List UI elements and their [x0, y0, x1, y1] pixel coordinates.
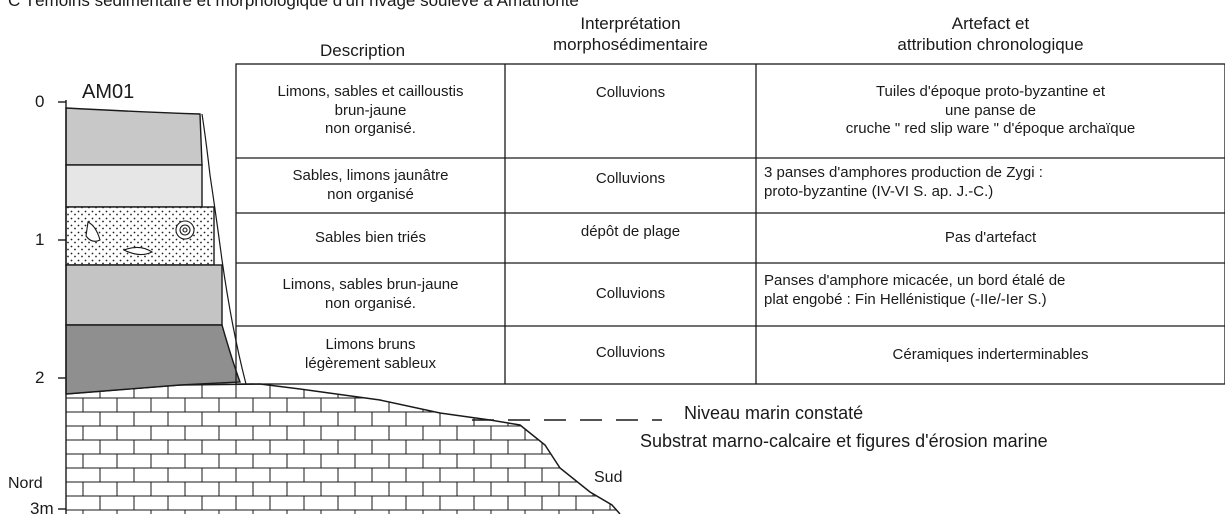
- row-1-artefact: Tuiles d'époque proto-byzantine et une p…: [756, 64, 1225, 158]
- row-3-artefact: Pas d'artefact: [756, 213, 1225, 263]
- row-4-description: Limons, sables brun-jaune non organisé.: [236, 263, 505, 326]
- header-artefact: Artefact et attribution chronologique: [756, 5, 1225, 63]
- substrate-label: Substrat marno-calcaire et figures d'éro…: [640, 431, 1048, 451]
- row-3-description-line-1: Sables bien triés: [315, 228, 426, 246]
- substrate: [65, 383, 621, 514]
- layer-1-shape: [65, 107, 203, 166]
- row-2-artefact-line-2: proto-byzantine (IV-VI S. ap. J.-C.): [764, 183, 994, 200]
- erosion-profile-line: [65, 383, 621, 514]
- layer-5-shape: [65, 324, 241, 395]
- row-1-artefact-line-2: une panse de: [945, 101, 1036, 119]
- substrate-brick-pattern: [66, 384, 620, 514]
- row-2-artefact: 3 panses d'amphores production de Zygi :…: [756, 158, 1225, 208]
- depth-label-2: 2: [35, 368, 45, 387]
- row-1-description-line-1: Limons, sables et cailloustis: [277, 82, 464, 100]
- log-column: [65, 107, 247, 395]
- slope-curve: [201, 113, 247, 385]
- row-1-interpretation-text: Colluvions: [595, 83, 666, 101]
- row-5-interpretation: Colluvions: [505, 326, 756, 380]
- layer-2-shape: [65, 164, 203, 208]
- row-3-description: Sables bien triés: [236, 213, 505, 263]
- row-1-artefact-line-3: cruche " red slip ware " d'époque archaï…: [845, 120, 1136, 138]
- row-3-artefact-line-1: Pas d'artefact: [944, 228, 1037, 246]
- row-3-interpretation-text: dépôt de plage: [580, 222, 681, 240]
- row-5-artefact: Céramiques inderterminables: [756, 326, 1225, 384]
- figure-caption: C Témoins sédimentaire et morphologique …: [8, 0, 579, 10]
- core-label: AM01: [82, 81, 135, 103]
- row-1-description-line-3: non organisé.: [325, 120, 416, 138]
- row-3-interpretation: dépôt de plage: [505, 213, 756, 251]
- row-5-artefact-line-1: Céramiques inderterminables: [892, 345, 1089, 363]
- row-1-description-line-2: brun-jaune: [334, 101, 407, 119]
- row-5-description: Limons bruns légèrement sableux: [236, 326, 505, 384]
- row-4-interpretation: Colluvions: [505, 263, 756, 326]
- row-2-interpretation-text: Colluvions: [595, 169, 666, 187]
- row-1-description: Limons, sables et cailloustis brun-jaune…: [236, 64, 505, 158]
- row-5-description-line-2: légèrement sableux: [305, 355, 436, 372]
- sea-level-label: Niveau marin constaté: [684, 403, 864, 423]
- row-4-description-line-1: Limons, sables brun-jaune: [282, 275, 459, 293]
- header-artefact-line-1: Artefact et: [951, 13, 1030, 33]
- row-2-description-line-2: non organisé: [327, 185, 414, 203]
- depth-axis: [58, 100, 67, 514]
- row-1-interpretation: Colluvions: [505, 78, 756, 108]
- fossil-shell-icon: [175, 220, 195, 240]
- header-artefact-line-2: attribution chronologique: [897, 35, 1084, 54]
- row-2-description-line-1: Sables, limons jaunâtre: [292, 166, 449, 184]
- header-interpretation: Interprétation morphosédimentaire: [505, 5, 756, 63]
- header-description: Description: [320, 41, 406, 60]
- row-4-artefact: Panses d'amphore micacée, un bord étalé …: [756, 263, 1225, 319]
- row-4-artefact-line-2: plat engobé : Fin Hellénistique (-IIe/-I…: [764, 291, 1047, 308]
- table-grid: [235, 63, 1225, 385]
- header-interpretation-line-2: morphosédimentaire: [553, 35, 708, 54]
- depth-label-0: 0: [35, 92, 45, 111]
- fossil-bivalve-icon: [85, 221, 154, 256]
- row-2-artefact-line-1: 3 panses d'amphores production de Zygi :: [764, 164, 1043, 182]
- row-2-description: Sables, limons jaunâtre non organisé: [236, 158, 505, 213]
- row-1-artefact-line-1: Tuiles d'époque proto-byzantine et: [875, 82, 1106, 100]
- south-label: Sud: [594, 469, 623, 486]
- row-4-interpretation-text: Colluvions: [595, 285, 666, 303]
- north-label: Nord: [8, 475, 43, 492]
- depth-label-3m: 3m: [30, 499, 54, 518]
- layer-4-shape: [65, 264, 223, 326]
- row-5-description-line-1: Limons bruns: [325, 336, 416, 354]
- row-4-artefact-line-1: Panses d'amphore micacée, un bord étalé …: [764, 272, 1066, 290]
- row-5-interpretation-text: Colluvions: [595, 343, 666, 361]
- row-2-interpretation: Colluvions: [505, 164, 756, 194]
- header-interpretation-line-1: Interprétation: [580, 13, 681, 33]
- depth-label-1: 1: [35, 230, 45, 249]
- row-4-description-line-2: non organisé.: [325, 294, 416, 312]
